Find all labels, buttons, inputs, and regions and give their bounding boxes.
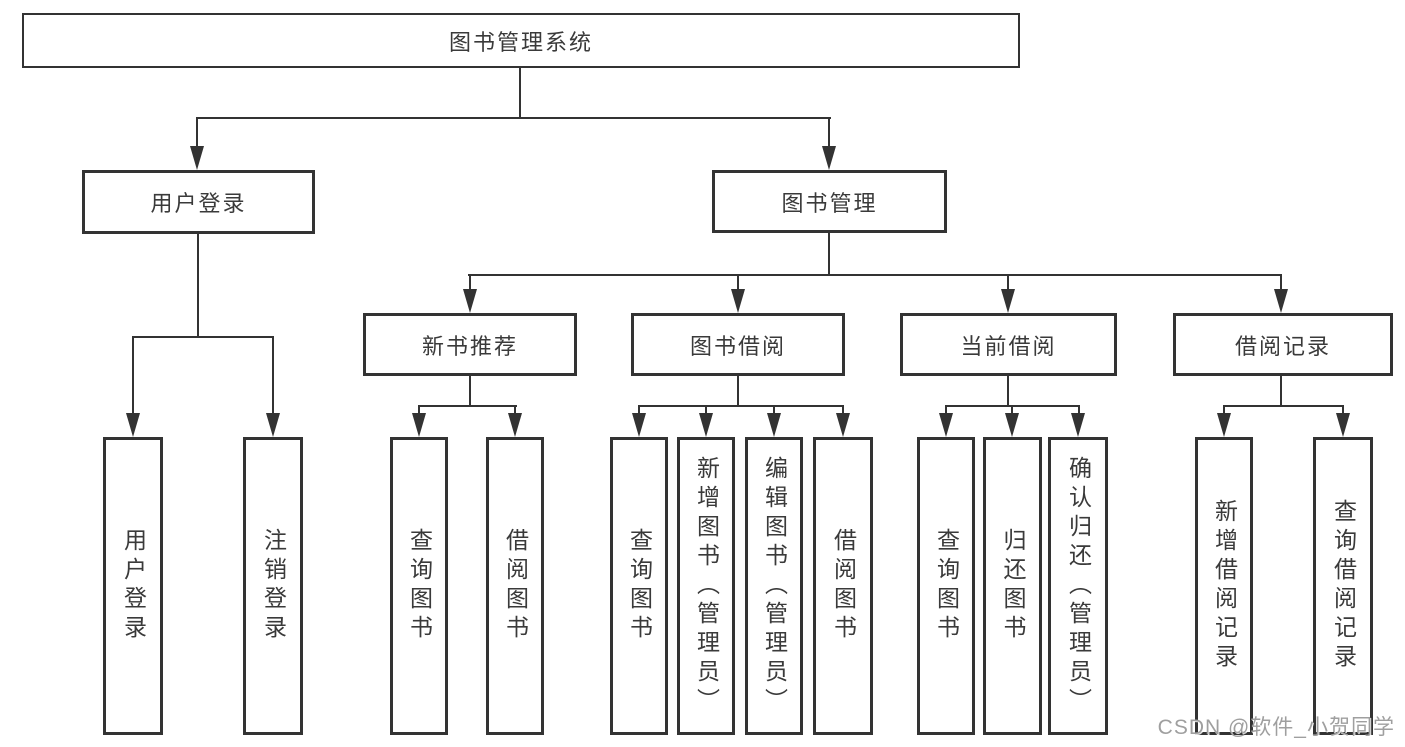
node-library-management-system: 图书管理系统 <box>22 13 1020 68</box>
connector-drop <box>842 405 844 419</box>
connector-drop <box>773 405 775 419</box>
node-label: 查询图书 <box>406 528 433 644</box>
arrowhead-down-icon <box>1071 413 1085 437</box>
connector-book-borrow-bar <box>638 405 844 407</box>
connector-book-management-stem <box>828 231 830 276</box>
connector-root-stem <box>519 66 521 119</box>
arrowhead-down-icon <box>1336 413 1350 437</box>
connector-drop-book-borrow <box>737 274 739 294</box>
leaf-logout-login: 注销登录 <box>243 437 303 735</box>
connector-drop-leaf-logout <box>272 336 274 418</box>
connector-drop <box>1342 405 1344 419</box>
arrowhead-down-icon <box>767 413 781 437</box>
node-label: 借阅图书 <box>830 528 857 644</box>
node-label: 注销登录 <box>260 528 287 644</box>
arrowhead-down-icon <box>632 413 646 437</box>
leaf-recommend-query-book: 查询图书 <box>390 437 448 735</box>
connector-borrow-record-stem <box>1280 374 1282 407</box>
leaf-add-borrow-record: 新增借阅记录 <box>1195 437 1253 735</box>
arrowhead-down-icon <box>836 413 850 437</box>
node-new-book-recommend: 新书推荐 <box>363 313 577 376</box>
arrowhead-down-icon <box>190 146 204 170</box>
connector-book-management-bar <box>468 274 1282 276</box>
node-label: 当前借阅 <box>960 333 1057 359</box>
connector-user-login-stem <box>197 232 199 338</box>
connector-drop-user-login <box>196 117 198 150</box>
node-label: 查询图书 <box>626 528 653 644</box>
leaf-borrow-query-book: 查询图书 <box>610 437 668 735</box>
arrowhead-down-icon <box>939 413 953 437</box>
arrowhead-down-icon <box>412 413 426 437</box>
node-label: 确认归还（管理员） <box>1065 455 1092 717</box>
arrowhead-down-icon <box>1005 413 1019 437</box>
connector-drop-borrow-record <box>1280 274 1282 294</box>
connector-drop-leaf-user-login <box>132 336 134 418</box>
arrowhead-down-icon <box>1217 413 1231 437</box>
node-current-borrow: 当前借阅 <box>900 313 1117 376</box>
connector-drop <box>705 405 707 419</box>
node-label: 用户登录 <box>120 528 147 644</box>
arrowhead-down-icon <box>126 413 140 437</box>
arrowhead-down-icon <box>1001 289 1015 313</box>
arrowhead-down-icon <box>731 289 745 313</box>
connector-new-book-bar <box>418 405 517 407</box>
arrowhead-down-icon <box>463 289 477 313</box>
node-book-borrow: 图书借阅 <box>631 313 845 376</box>
node-label: 借阅图书 <box>502 528 529 644</box>
connector-drop <box>418 405 420 419</box>
arrowhead-down-icon <box>822 146 836 170</box>
leaf-add-book-admin: 新增图书（管理员） <box>677 437 735 735</box>
connector-drop <box>638 405 640 419</box>
leaf-current-query-book: 查询图书 <box>917 437 975 735</box>
node-label: 查询借阅记录 <box>1330 499 1357 673</box>
leaf-query-borrow-record: 查询借阅记录 <box>1313 437 1373 735</box>
node-label: 归还图书 <box>1000 528 1026 644</box>
node-book-management: 图书管理 <box>712 170 947 233</box>
node-label: 新增图书（管理员） <box>693 455 720 717</box>
arrowhead-down-icon <box>508 413 522 437</box>
leaf-user-login: 用户登录 <box>103 437 163 735</box>
csdn-watermark: CSDN @软件_小贺同学 <box>1157 716 1395 739</box>
connector-drop-book-management <box>828 117 830 150</box>
connector-book-borrow-stem <box>737 374 739 407</box>
connector-drop <box>1223 405 1225 419</box>
connector-root-bar <box>196 117 831 119</box>
node-label: 用户登录 <box>150 191 247 216</box>
node-label: 新增借阅记录 <box>1211 499 1238 673</box>
node-label: 编辑图书（管理员） <box>761 455 788 717</box>
node-label: 新书推荐 <box>421 333 518 359</box>
arrowhead-down-icon <box>1274 289 1288 313</box>
node-label: 图书管理系统 <box>448 29 593 55</box>
node-label: 查询图书 <box>933 528 960 644</box>
leaf-borrow-book: 借阅图书 <box>813 437 873 735</box>
arrowhead-down-icon <box>699 413 713 437</box>
connector-new-book-stem <box>469 374 471 407</box>
connector-drop-current-borrow <box>1007 274 1009 294</box>
connector-drop <box>514 405 516 419</box>
leaf-recommend-borrow-book: 借阅图书 <box>486 437 544 735</box>
connector-drop <box>1011 405 1013 419</box>
connector-drop <box>1078 405 1080 419</box>
arrowhead-down-icon <box>266 413 280 437</box>
connector-drop <box>945 405 947 419</box>
leaf-return-book: 归还图书 <box>983 437 1042 735</box>
connector-borrow-record-bar <box>1223 405 1344 407</box>
node-label: 借阅记录 <box>1234 333 1331 359</box>
connector-current-borrow-stem <box>1007 374 1009 407</box>
leaf-confirm-return-admin: 确认归还（管理员） <box>1048 437 1108 735</box>
node-user-login: 用户登录 <box>82 170 315 234</box>
leaf-edit-book-admin: 编辑图书（管理员） <box>745 437 803 735</box>
connector-user-login-bar <box>132 336 274 338</box>
node-borrow-record: 借阅记录 <box>1173 313 1393 376</box>
node-label: 图书借阅 <box>689 333 786 359</box>
connector-drop-new-book <box>469 274 471 294</box>
node-label: 图书管理 <box>781 190 878 216</box>
